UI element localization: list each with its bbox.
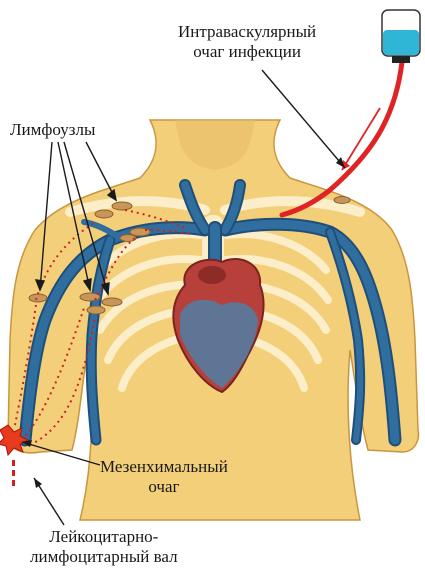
lymph-node — [87, 306, 105, 314]
label-leukocyte-line2: лимфоцитарный вал — [30, 547, 178, 567]
lymph-node — [112, 202, 132, 210]
label-mesenchymal-line1: Мезенхимальный — [100, 457, 228, 477]
lymph-node — [80, 293, 100, 301]
label-leukocyte-wall: Лейкоцитарно- лимфоцитарный вал — [30, 527, 178, 566]
label-mesenchymal-line2: очаг — [100, 477, 228, 497]
lymph-node — [102, 298, 122, 306]
label-intravascular-line2: очаг инфекции — [178, 42, 316, 62]
lymph-node — [29, 294, 47, 302]
label-intravascular-line1: Интраваскулярный — [178, 22, 316, 42]
lymph-node — [334, 197, 350, 204]
label-leukocyte-line1: Лейкоцитарно- — [30, 527, 178, 547]
iv-bag-icon — [382, 10, 420, 63]
leukocyte-wall-marks — [12, 460, 15, 486]
lymph-node — [95, 210, 113, 218]
label-lymph-nodes: Лимфоузлы — [10, 120, 95, 140]
label-intravascular-focus: Интраваскулярный очаг инфекции — [178, 22, 316, 61]
label-mesenchymal-focus: Мезенхимальный очаг — [100, 457, 228, 496]
